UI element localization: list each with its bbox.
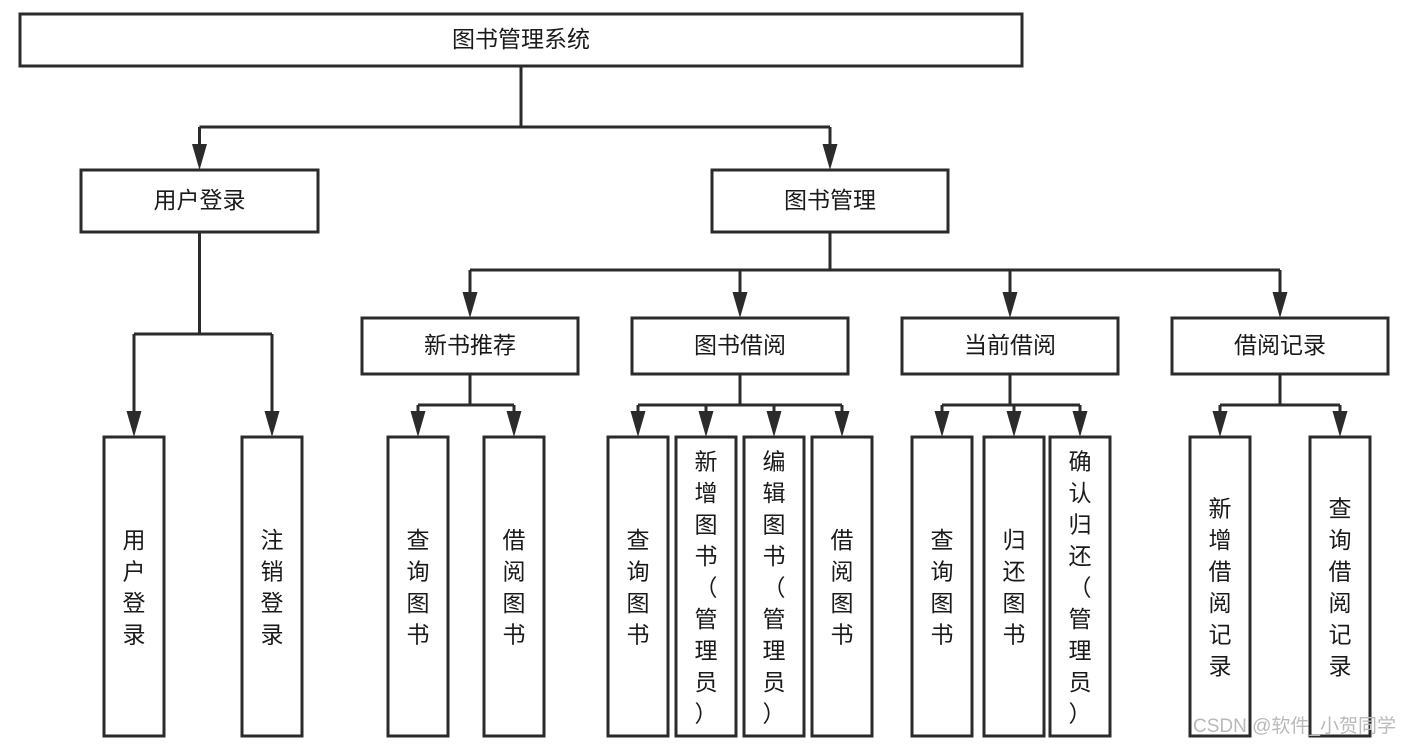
edge-arrowhead [462,292,478,318]
node-leaf-confirm-return[interactable]: 确认归还（管理员） [1048,435,1112,738]
node-box [18,12,1024,68]
node-label: 图书管理 [784,187,876,213]
node-box [102,435,166,738]
edge-arrowhead [834,411,850,437]
node-box [240,435,304,738]
edge-arrowhead [630,411,646,437]
node-label: 当前借阅 [964,332,1056,358]
node-box [1048,435,1112,738]
node-leaf-query-book-rec[interactable]: 查询图书 [386,435,450,738]
node-label: 编辑图书（管理员） [763,448,786,726]
node-box [360,316,580,376]
node-box [810,435,874,738]
node-label: 借阅图书 [503,527,526,648]
edge-arrowhead [698,411,714,437]
node-leaf-add-record[interactable]: 新增借阅记录 [1188,435,1252,738]
node-label: 查询图书 [627,527,650,648]
node-label: 用户登录 [123,527,146,648]
node-label: 图书管理系统 [452,26,590,52]
edge-arrowhead [1002,292,1018,318]
node-leaf-add-book[interactable]: 新增图书（管理员） [674,435,738,738]
edge-arrowhead [1006,411,1022,437]
node-box [900,316,1120,376]
node-label: 借阅图书 [831,527,854,648]
node-root[interactable]: 图书管理系统 [18,12,1024,68]
node-label: 查询图书 [931,527,954,648]
node-leaf-edit-book[interactable]: 编辑图书（管理员） [742,435,806,738]
node-label: 确认归还（管理员） [1069,448,1092,726]
node-leaf-user-login[interactable]: 用户登录 [102,435,166,738]
edge-arrowhead [126,411,142,437]
node-layer: 图书管理系统用户登录图书管理新书推荐图书借阅当前借阅借阅记录用户登录注销登录查询… [18,12,1390,738]
node-label: 查询借阅记录 [1329,496,1352,680]
edge-arrowhead [410,411,426,437]
edge-arrowhead [264,411,280,437]
node-new-book-rec[interactable]: 新书推荐 [360,316,580,376]
node-label: 注销登录 [261,527,284,648]
node-leaf-query-record[interactable]: 查询借阅记录 [1308,435,1372,738]
node-label: 图书借阅 [694,332,786,358]
edge-arrowhead [192,144,207,170]
edge-arrowhead [1072,411,1088,437]
node-leaf-logout[interactable]: 注销登录 [240,435,304,738]
node-label: 查询图书 [407,527,430,648]
node-label: 新增借阅记录 [1209,496,1232,680]
edge-arrowhead [732,292,748,318]
node-box [386,435,450,738]
node-label: 归还图书 [1003,527,1026,648]
node-box [79,168,320,234]
node-box [1170,316,1390,376]
node-leaf-return-book[interactable]: 归还图书 [982,435,1046,738]
node-label: 用户登录 [154,187,246,213]
node-box [630,316,850,376]
node-box [1308,435,1372,738]
node-label: 新增图书（管理员） [695,448,718,726]
node-box [910,435,974,738]
node-borrow-record[interactable]: 借阅记录 [1170,316,1390,376]
node-current-borrow[interactable]: 当前借阅 [900,316,1120,376]
node-box [982,435,1046,738]
edge-arrowhead [1212,411,1228,437]
node-leaf-query-book-cur[interactable]: 查询图书 [910,435,974,738]
node-box [1188,435,1252,738]
node-box [482,435,546,738]
edge-layer [126,66,1348,437]
node-leaf-borrow-book-rec[interactable]: 借阅图书 [482,435,546,738]
edge-arrowhead [822,144,838,170]
node-box [674,435,738,738]
node-book-manage[interactable]: 图书管理 [710,168,950,234]
node-label: 新书推荐 [424,332,516,358]
node-user-login[interactable]: 用户登录 [79,168,320,234]
edge-arrowhead [506,411,522,437]
node-box [742,435,806,738]
edge-arrowhead [766,411,782,437]
node-box [710,168,950,234]
node-book-borrow[interactable]: 图书借阅 [630,316,850,376]
csdn-watermark: CSDN @软件_小贺同学 [1193,715,1396,737]
node-leaf-borrow-book-brw[interactable]: 借阅图书 [810,435,874,738]
node-label: 借阅记录 [1234,332,1326,358]
edge-arrowhead [1332,411,1348,437]
edge-arrowhead [934,411,950,437]
edge-arrowhead [1272,292,1288,318]
node-leaf-query-book-brw[interactable]: 查询图书 [606,435,670,738]
node-box [606,435,670,738]
